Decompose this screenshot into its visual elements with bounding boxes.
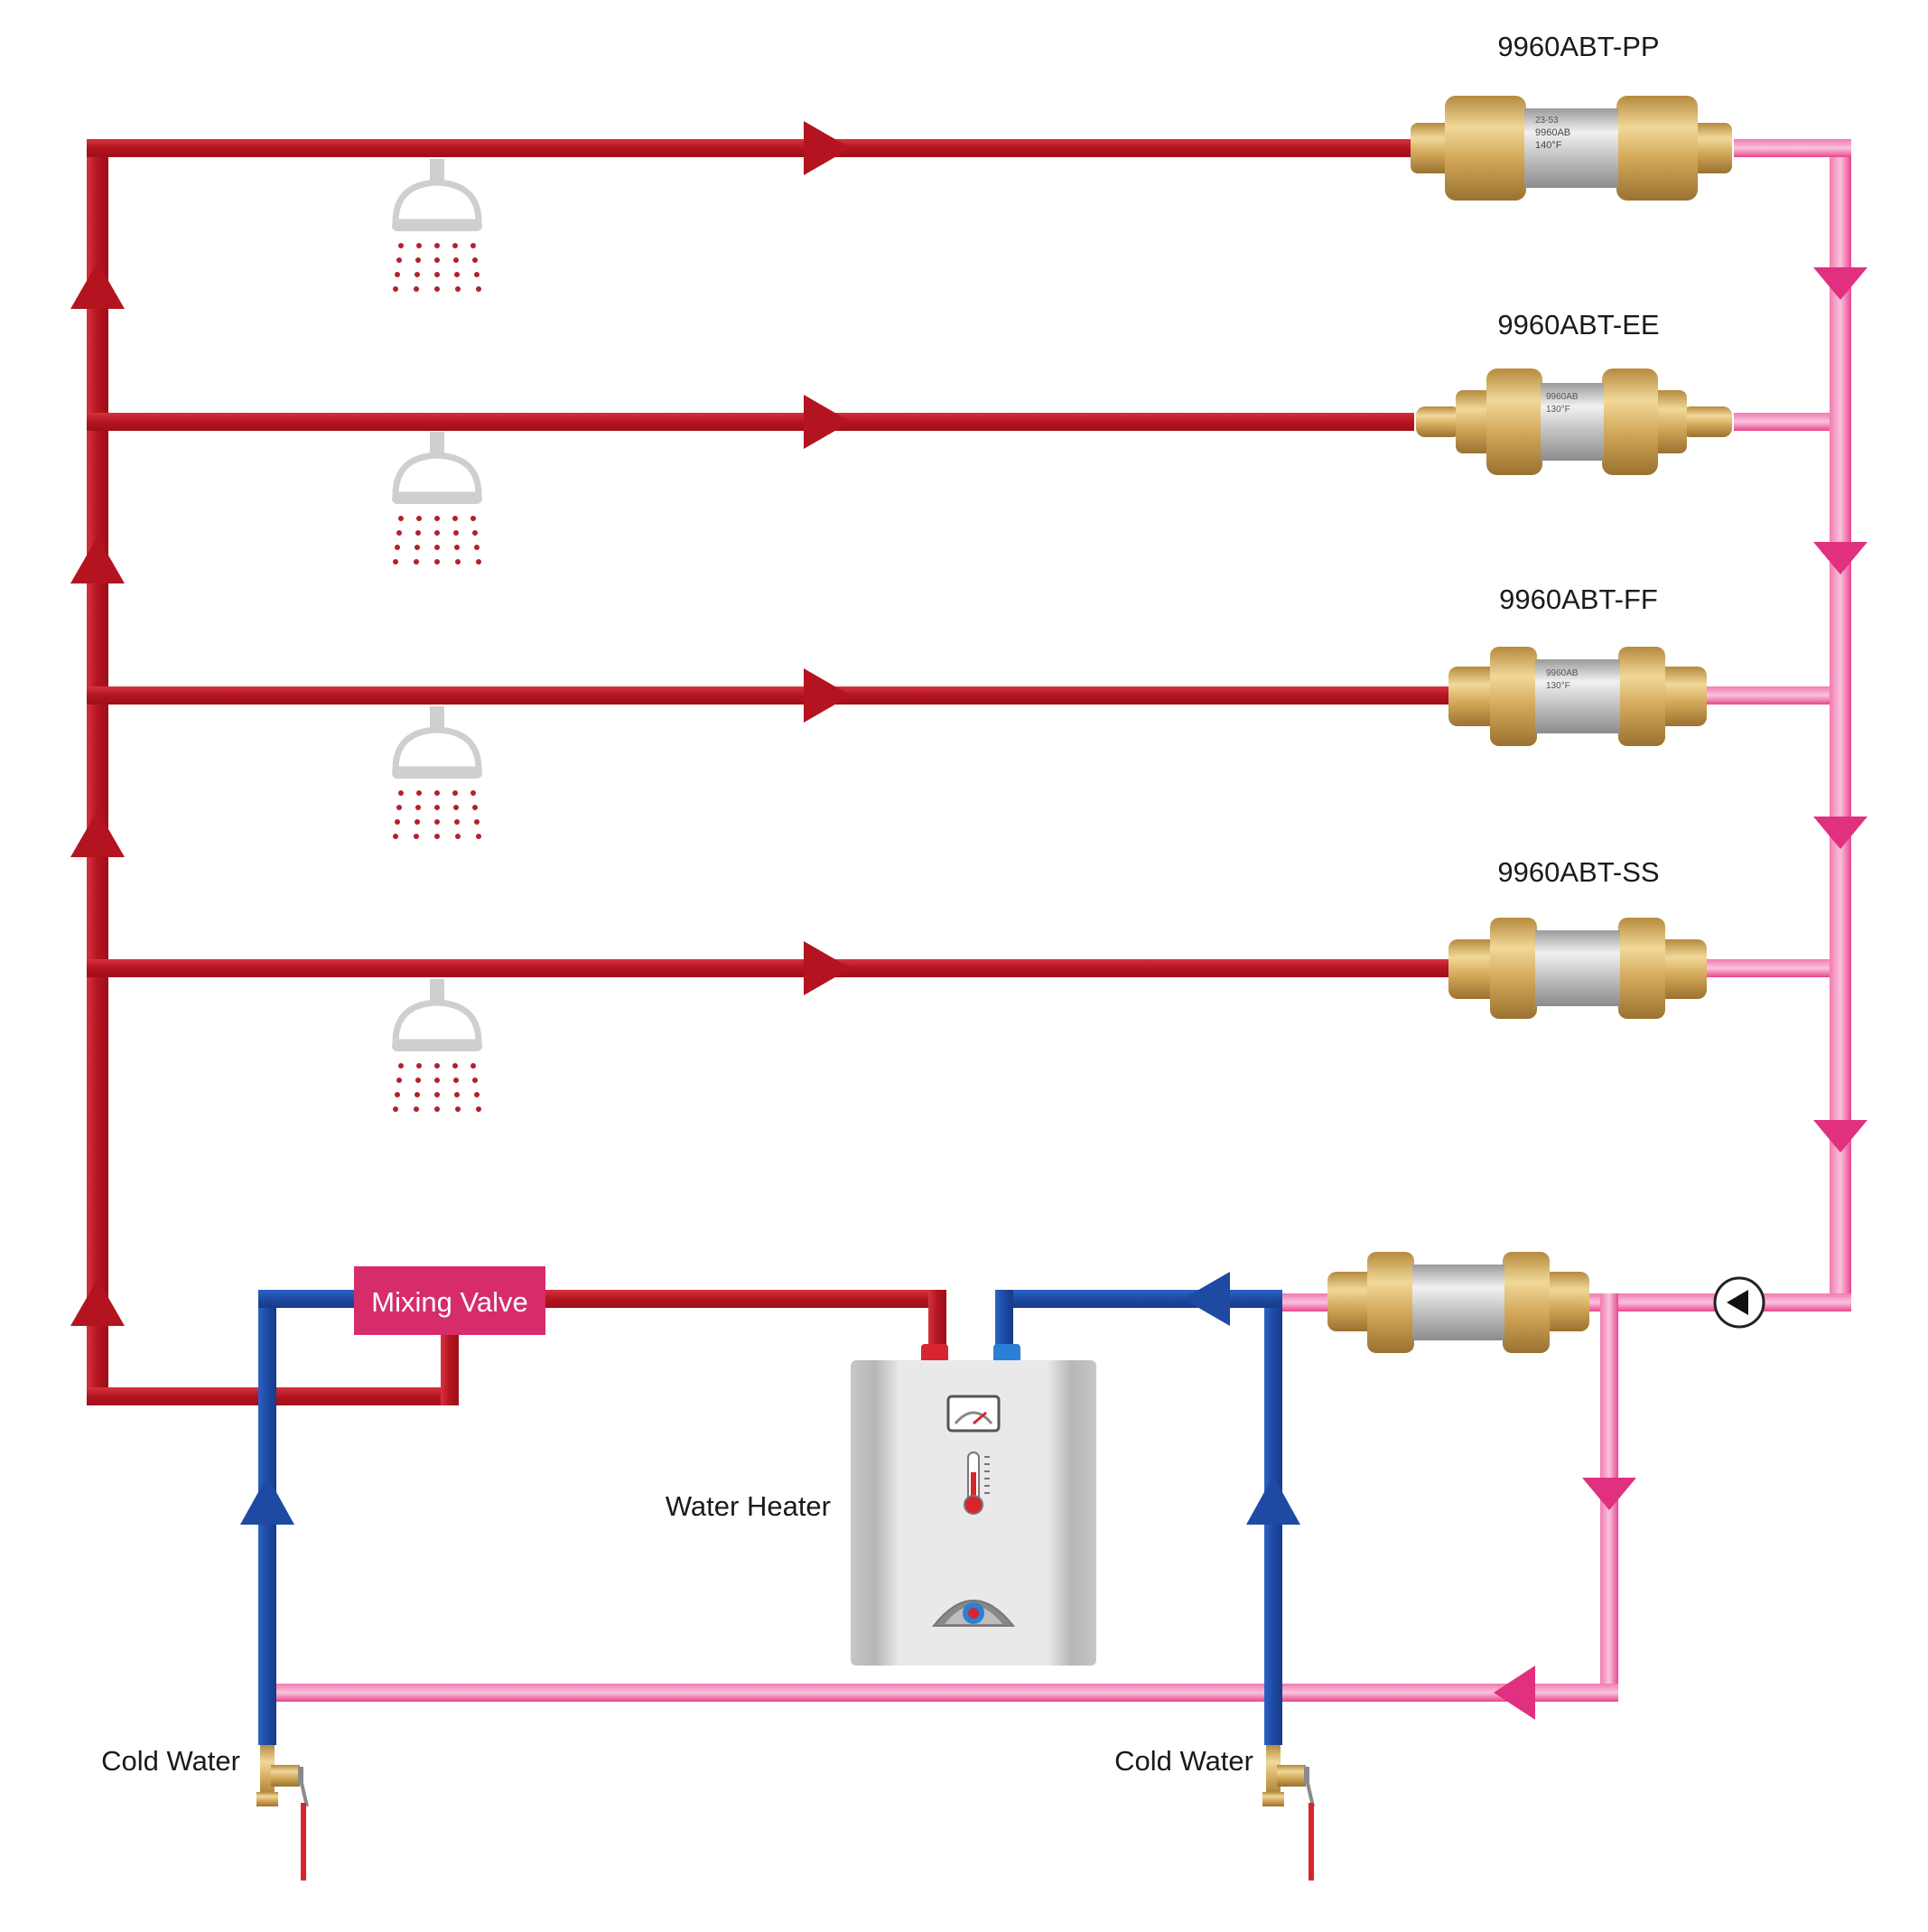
balancing-valve-ee[interactable]: 9960AB 130°F <box>1416 369 1732 475</box>
flow-arrow-up-icon <box>1246 1476 1300 1525</box>
shower-fixtures <box>392 159 482 1112</box>
valve-label-ff: 9960ABT-FF <box>1499 583 1658 615</box>
flow-arrow-right-icon <box>804 395 851 449</box>
valve-marking: 9960AB <box>1546 392 1579 402</box>
water-heater-label: Water Heater <box>666 1490 831 1522</box>
gauge-icon <box>946 1395 1001 1433</box>
flow-arrow-up-icon <box>70 1279 125 1326</box>
flow-arrow-right-icon <box>804 941 851 995</box>
mixing-valve[interactable]: Mixing Valve <box>354 1266 545 1335</box>
balancing-valve-pp[interactable]: 23-53 9960AB 140°F <box>1411 96 1732 201</box>
thermometer-icon <box>964 1451 990 1515</box>
hot-supply-flow-arrows <box>70 121 851 1326</box>
flow-arrow-right-icon <box>804 121 851 175</box>
balancing-valve-ff[interactable]: 9960AB 130°F <box>1448 647 1707 746</box>
ball-valve-icon[interactable] <box>1262 1745 1315 1881</box>
shower-head-icon <box>392 979 482 1112</box>
return-balancing-valve[interactable] <box>1327 1252 1589 1353</box>
valve-marking: 130°F <box>1546 405 1570 415</box>
flow-arrow-up-icon <box>70 537 125 583</box>
valve-marking: 130°F <box>1546 681 1570 691</box>
flow-arrow-down-icon <box>1813 817 1867 849</box>
hot-supply-piping <box>87 139 1450 1405</box>
flow-arrow-right-icon <box>804 668 851 723</box>
flow-arrow-left-icon <box>1183 1272 1230 1326</box>
cold-supply-flow-arrows <box>240 1272 1300 1525</box>
hot-return-flow-arrows <box>1494 267 1867 1720</box>
temperature-dial-icon <box>931 1600 1016 1627</box>
shower-head-icon <box>392 432 482 565</box>
flow-arrow-down-icon <box>1813 267 1867 300</box>
cold-water-label-right: Cold Water <box>1114 1745 1253 1777</box>
valve-marking: 9960AB <box>1535 127 1570 138</box>
valve-label-ee: 9960ABT-EE <box>1497 309 1659 341</box>
flow-arrow-down-icon <box>1813 542 1867 574</box>
balancing-valve-ss[interactable] <box>1448 918 1707 1019</box>
valve-label-ss: 9960ABT-SS <box>1497 856 1659 888</box>
flow-arrow-left-icon <box>1494 1666 1535 1720</box>
ball-valve-icon[interactable] <box>256 1745 309 1881</box>
shower-head-icon <box>392 706 482 839</box>
mixing-valve-label: Mixing Valve <box>371 1286 527 1318</box>
flow-arrow-up-icon <box>240 1476 294 1525</box>
valve-marking: 23-53 <box>1535 116 1559 126</box>
cold-water-label-left: Cold Water <box>101 1745 240 1777</box>
valve-marking: 140°F <box>1535 140 1562 151</box>
shower-head-icon <box>392 159 482 292</box>
valve-label-pp: 9960ABT-PP <box>1497 31 1659 62</box>
flow-arrow-down-icon <box>1813 1120 1867 1153</box>
water-heater <box>851 1344 1096 1666</box>
valve-marking: 9960AB <box>1546 668 1579 678</box>
circulator-pump-icon[interactable] <box>1713 1276 1765 1329</box>
flow-arrow-up-icon <box>70 262 125 309</box>
flow-arrow-up-icon <box>70 810 125 857</box>
flow-arrow-down-icon <box>1582 1478 1636 1510</box>
